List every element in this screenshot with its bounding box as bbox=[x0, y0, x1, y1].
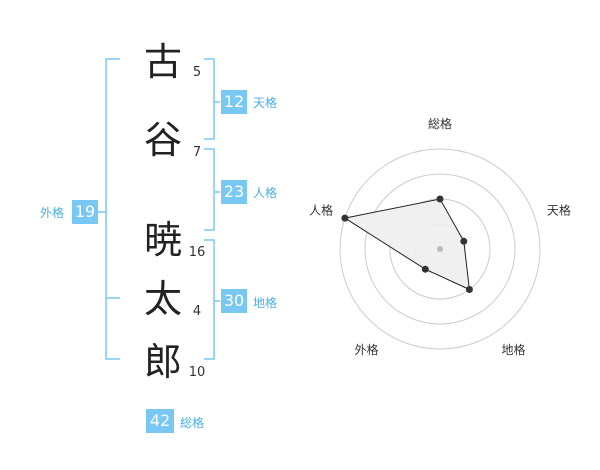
soukaku-value-badge: 42 bbox=[146, 409, 174, 433]
radar-ring-3 bbox=[364, 173, 516, 325]
gaikaku-label: 外格 bbox=[40, 206, 65, 220]
chikaku-value-badge: 30 bbox=[221, 289, 247, 313]
radar-axis-label-1: 総格 bbox=[428, 116, 452, 131]
radar-axis-label-4: 外格 bbox=[354, 342, 378, 357]
stroke-count-3: 16 bbox=[188, 245, 206, 260]
stroke-count-1: 5 bbox=[192, 65, 202, 80]
tenkaku-value-badge: 12 bbox=[221, 90, 247, 114]
gaikaku-value-badge: 19 bbox=[72, 200, 98, 224]
soukaku-label: 総格 bbox=[180, 416, 205, 430]
name-char-3: 暁 bbox=[143, 218, 182, 262]
name-char-2: 谷 bbox=[143, 118, 182, 162]
radar-center-dot bbox=[437, 246, 443, 252]
radar-axis-label-3: 地格 bbox=[501, 342, 525, 357]
stroke-count-5: 10 bbox=[188, 365, 206, 380]
tenkaku-label: 天格 bbox=[253, 96, 278, 110]
radar-axis-label-5: 人格 bbox=[309, 202, 333, 217]
chikaku-label: 地格 bbox=[253, 296, 278, 310]
jinkaku-value-badge: 23 bbox=[221, 180, 247, 204]
gaikaku-bracket bbox=[105, 58, 120, 360]
radar-point-5 bbox=[341, 214, 349, 222]
chikaku-bracket bbox=[204, 239, 215, 360]
stroke-count-2: 7 bbox=[192, 145, 202, 160]
radar-point-1 bbox=[436, 195, 444, 203]
radar-point-2 bbox=[460, 237, 468, 245]
name-char-5: 郎 bbox=[143, 340, 182, 384]
name-char-4: 太 bbox=[143, 277, 182, 321]
jinkaku-label: 人格 bbox=[253, 186, 278, 200]
radar-value-polygon bbox=[343, 198, 470, 291]
name-char-1: 古 bbox=[143, 40, 182, 84]
stroke-count-4: 4 bbox=[192, 304, 202, 319]
tenkaku-bracket bbox=[204, 58, 215, 140]
radar-ring-4 bbox=[339, 148, 541, 350]
radar-axis-label-2: 天格 bbox=[547, 202, 571, 217]
radar-point-3 bbox=[465, 286, 473, 293]
jinkaku-bracket bbox=[204, 148, 215, 231]
radar-point-4 bbox=[421, 265, 429, 273]
